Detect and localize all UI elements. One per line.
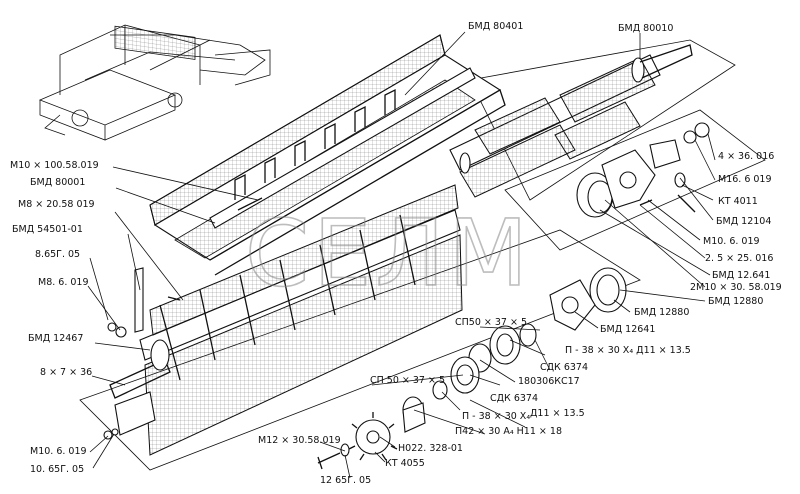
callout-p38b: П - 38 × 30 Х₄ <box>462 411 530 422</box>
callout-m106019: М10. 6. 019 <box>30 446 87 457</box>
callout-bmd12104: БМД 12104 <box>716 216 771 227</box>
callout-labels: БМД 80401 БМД 80010 М10 × 100.58.019 БМД… <box>10 21 782 486</box>
callout-bmd80001: БМД 80001 <box>30 177 85 188</box>
callout-m106019r: М10. 6. 019 <box>703 236 760 247</box>
callout-kt4055: КТ 4055 <box>385 458 425 469</box>
callout-k4x36: 4 × 36. 016 <box>718 151 774 162</box>
callout-bmd12467: БМД 12467 <box>28 333 83 344</box>
machine-overview-sketch <box>38 24 271 141</box>
callout-m86019: М8. 6. 019 <box>38 277 89 288</box>
callout-w1065g05: 10. 65Г. 05 <box>30 464 84 475</box>
callout-b180306: 180306КС17 <box>518 376 580 387</box>
callout-bmd80010: БМД 80010 <box>618 23 673 34</box>
callout-p42: П42 × 30 А₄ Н11 × 18 <box>455 426 562 437</box>
callout-sp50b: СП 50 × 37 × 5 <box>370 375 445 386</box>
watermark-text: СЕЛМ <box>245 200 532 307</box>
callout-k8x7x36: 8 × 7 × 36 <box>40 367 92 378</box>
callout-sdk6374b: СДК 6374 <box>490 393 538 404</box>
callout-bmd12641a: БМД 12.641 <box>712 270 770 281</box>
fasteners-left <box>103 197 263 440</box>
callout-d11b: Д11 × 13.5 <box>530 408 585 419</box>
callout-p38a: П - 38 × 30 Х₄ Д11 × 13.5 <box>565 345 691 356</box>
callout-m10x100: М10 × 100.58.019 <box>10 160 99 171</box>
callout-sdk6374a: СДК 6374 <box>540 362 588 373</box>
leader-lines <box>87 31 716 479</box>
sieve-housing-assembly <box>149 34 506 276</box>
callout-m166019: М16. 6 019 <box>718 174 772 185</box>
callout-m8x20: М8 × 20.58 019 <box>18 199 95 210</box>
callout-bmd12641b: БМД 12641 <box>600 324 655 335</box>
callout-bmd54501: БМД 54501-01 <box>12 224 83 235</box>
callout-k25x25: 2. 5 × 25. 016 <box>705 253 773 264</box>
callout-m12x30: М12 × 30.58.019 <box>258 435 341 446</box>
sprocket-gear <box>317 412 398 470</box>
callout-w1265g05: 12 65Г. 05 <box>320 475 371 486</box>
callout-n022: Н022. 328-01 <box>398 443 463 454</box>
upper-shaft-assembly <box>449 44 693 198</box>
lower-auger-assembly <box>109 184 463 456</box>
callout-w865g05: 8.65Г. 05 <box>35 249 80 260</box>
bearing-parts <box>402 122 710 433</box>
callout-bmd12880a: БМД 12880 <box>708 296 763 307</box>
callout-bmd80401: БМД 80401 <box>468 21 523 32</box>
callout-bmd12880b: БМД 12880 <box>634 307 689 318</box>
callout-sp50a: СП50 × 37 × 5 <box>455 317 527 328</box>
bearing-plane <box>504 109 766 251</box>
callout-kt4011: КТ 4011 <box>718 196 758 207</box>
callout-m2x10x30: 2М10 × 30. 58.019 <box>690 282 782 293</box>
